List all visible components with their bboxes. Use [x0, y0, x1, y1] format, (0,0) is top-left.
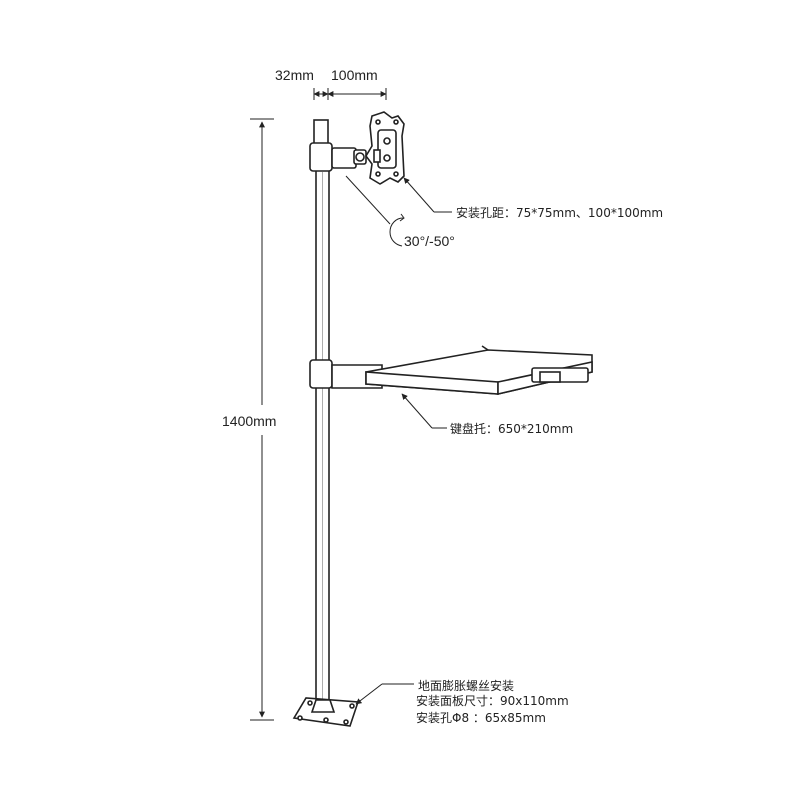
base-plate	[292, 697, 360, 727]
vesa-callout: 安装孔距：75*75mm、100*100mm	[456, 205, 663, 220]
height-dimension-label: 1400mm	[222, 413, 276, 429]
base-holes-callout: 安装孔Φ8 ：65x85mm	[416, 710, 546, 725]
offset-dimension-label: 32mm	[275, 67, 314, 83]
base-title-callout: 地面膨胀螺丝安装	[418, 678, 514, 693]
top-collar	[309, 142, 367, 172]
tilt-angle-label: 30°/-50°	[404, 233, 455, 249]
callout-leaders	[355, 177, 452, 705]
tilt-indicator	[345, 175, 405, 247]
height-dimension	[250, 118, 274, 721]
tray-callout: 键盘托：650*210mm	[450, 421, 573, 436]
base-plate-callout: 安装面板尺寸：90x110mm	[416, 693, 569, 708]
vesa-plate	[365, 111, 405, 185]
top-dimension	[313, 88, 387, 100]
arm-dimension-label: 100mm	[331, 67, 378, 83]
pole	[313, 119, 330, 717]
keyboard-tray	[365, 345, 593, 396]
